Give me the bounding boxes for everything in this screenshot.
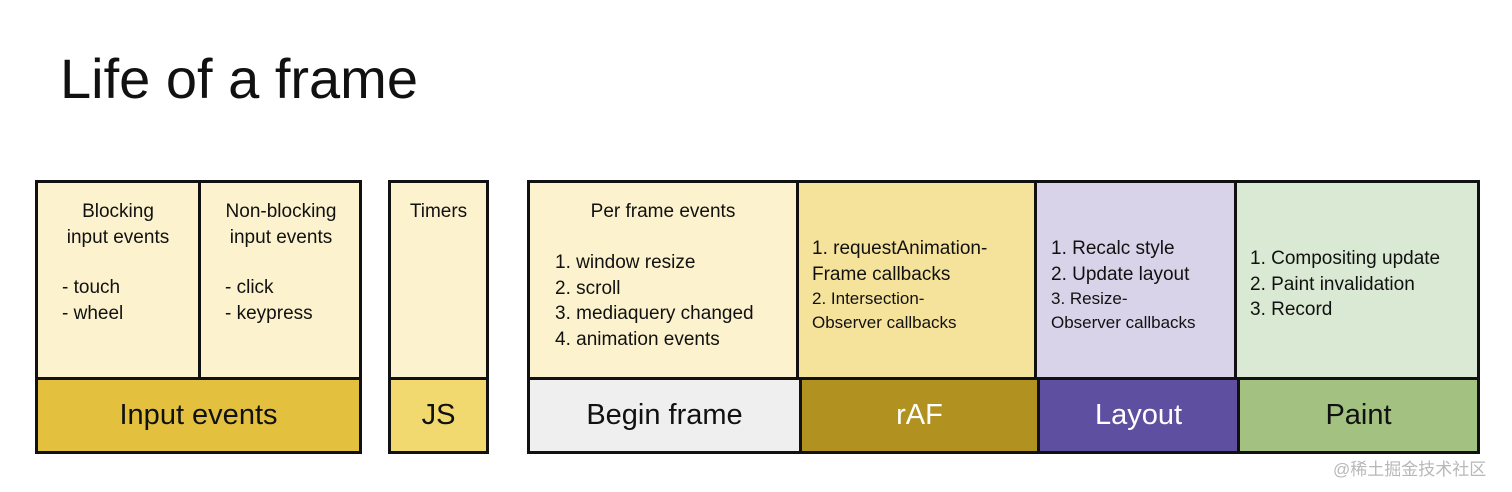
- blocking-input-heading: Blocking input events: [66, 201, 170, 248]
- raf-list: 1. requestAnimation- Frame callbacks: [812, 238, 988, 285]
- per-frame-events-heading: Per frame events: [590, 201, 736, 222]
- nonblocking-input-heading: Non-blocking input events: [225, 201, 337, 248]
- layout-list-small: 3. Resize- Observer callbacks: [1051, 289, 1196, 332]
- paint-list: 1. Compositing update 2. Paint invalidat…: [1250, 248, 1441, 320]
- raf-list-small: 2. Intersection- Observer callbacks: [812, 289, 957, 332]
- begin-frame-band: Begin frame: [530, 377, 799, 451]
- layout-list: 1. Recalc style 2. Update layout: [1051, 238, 1190, 285]
- page-title: Life of a frame: [60, 47, 418, 110]
- input-events-band: Input events: [38, 377, 359, 451]
- blocking-input-items: - touch - wheel: [62, 277, 124, 324]
- paint-band: Paint: [1237, 377, 1477, 451]
- js-group: Timers JS: [388, 180, 489, 454]
- raf-band: rAF: [799, 377, 1037, 451]
- timers-heading: Timers: [409, 201, 468, 222]
- input-events-group: Blocking input events - touch - wheel No…: [35, 180, 362, 454]
- watermark: @稀土掘金技术社区: [1333, 460, 1487, 479]
- nonblocking-input-items: - click - keypress: [225, 277, 313, 324]
- js-band: JS: [391, 377, 486, 451]
- frame-group: Per frame events 1. window resize 2. scr…: [527, 180, 1480, 454]
- layout-band: Layout: [1037, 377, 1237, 451]
- per-frame-events-list: 1. window resize 2. scroll 3. mediaquery…: [555, 252, 754, 350]
